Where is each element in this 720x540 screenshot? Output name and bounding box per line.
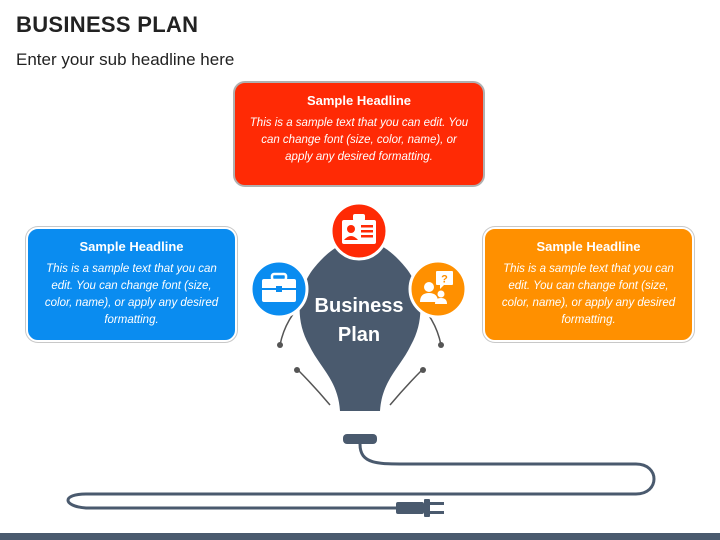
box-left-text: This is a sample text that you can edit.… xyxy=(44,263,219,326)
svg-text:?: ? xyxy=(441,274,448,286)
bulb-body xyxy=(299,240,421,411)
box-top-text: This is a sample text that you can edit.… xyxy=(249,117,469,163)
text-box-top: Sample Headline This is a sample text th… xyxy=(233,81,485,187)
briefcase-icon xyxy=(262,272,296,302)
bulb-base xyxy=(343,434,377,444)
hook-left xyxy=(297,369,331,406)
icon-circle-top xyxy=(329,201,389,261)
box-left-headline: Sample Headline xyxy=(79,239,184,254)
center-label: Business Plan xyxy=(300,292,418,350)
hook-right xyxy=(389,369,423,406)
page-title: BUSINESS PLAN xyxy=(16,12,199,37)
page-subtitle: Enter your sub headline here xyxy=(16,50,235,69)
arc-end-right xyxy=(438,342,444,348)
icon-circle-left xyxy=(249,259,309,319)
box-right-text: This is a sample text that you can edit.… xyxy=(501,263,676,326)
question-person-icon: ? xyxy=(420,271,453,304)
center-label-line2: Plan xyxy=(337,324,381,346)
power-cord xyxy=(66,443,656,510)
text-box-left: Sample Headline This is a sample text th… xyxy=(26,227,237,342)
icon-circle-right: ? xyxy=(408,259,468,319)
hook-right-dot xyxy=(420,367,426,373)
box-right-headline: Sample Headline xyxy=(536,239,641,254)
id-badge-icon xyxy=(342,214,376,244)
box-top-headline: Sample Headline xyxy=(306,93,412,108)
bottom-bar xyxy=(0,533,720,540)
arc-end-left xyxy=(277,342,283,348)
hook-left-dot xyxy=(294,367,300,373)
text-box-right: Sample Headline This is a sample text th… xyxy=(483,227,694,342)
center-label-line1: Business xyxy=(314,295,404,317)
plug-icon xyxy=(396,499,444,517)
